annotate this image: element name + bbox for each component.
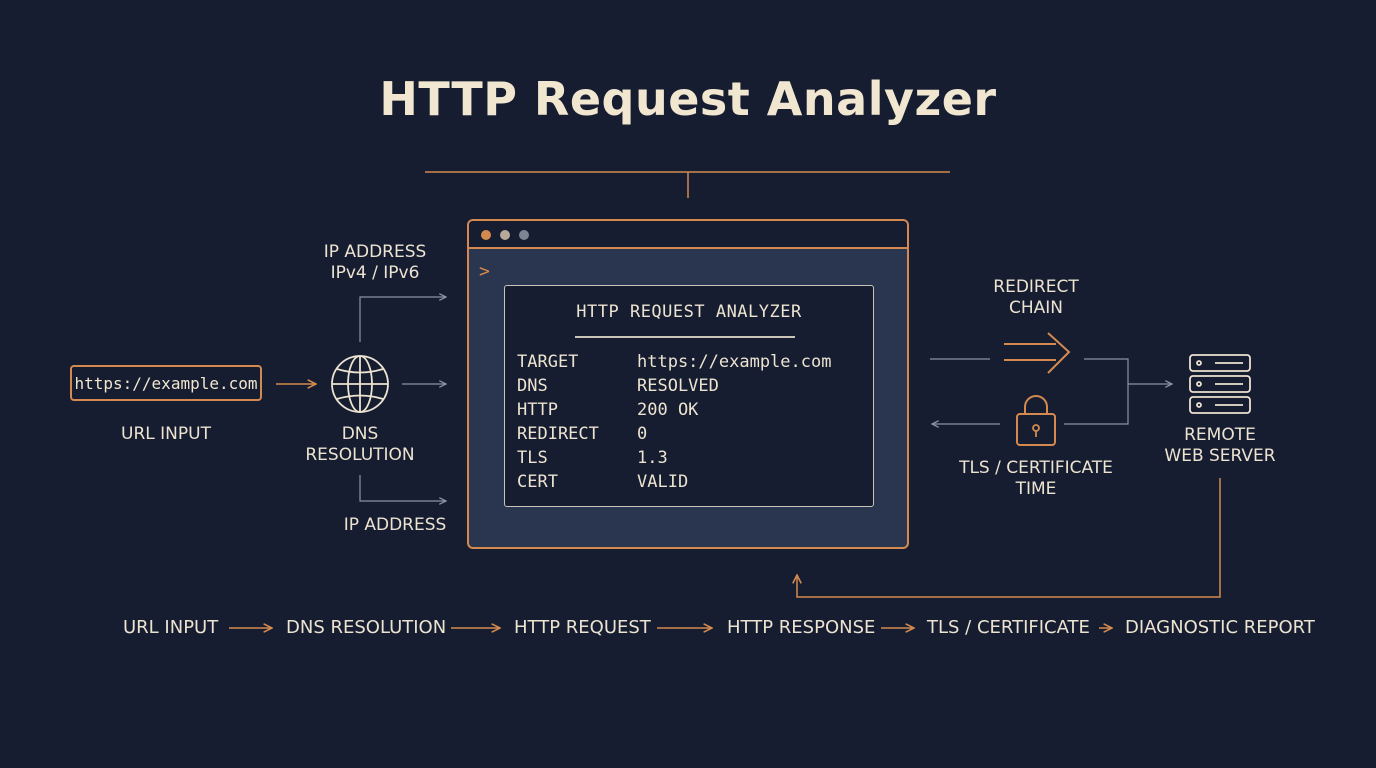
prompt-icon: > (479, 261, 490, 282)
page-title: HTTP Request Analyzer (379, 72, 997, 126)
redirect-chain-label: REDIRECT CHAIN (993, 277, 1079, 318)
flow-step-dns-resolution: DNS RESOLUTION (286, 617, 447, 638)
double-arrow-icon (1004, 332, 1071, 374)
ip-address-top-label: IP ADDRESS IPv4 / IPv6 (323, 242, 427, 283)
window-minimize-dot[interactable] (500, 230, 510, 240)
window-close-dot[interactable] (481, 230, 491, 240)
ip-address-bottom-label: IP ADDRESS (343, 515, 447, 535)
flow-step-http-response: HTTP RESPONSE (727, 617, 876, 638)
flow-step-diagnostic-report: DIAGNOSTIC REPORT (1125, 617, 1315, 638)
tls-certificate-label: TLS / CERTIFICATE TIME (959, 458, 1113, 499)
flow-step-tls-certificate: TLS / CERTIFICATE (927, 617, 1090, 638)
remote-web-server-label: REMOTE WEB SERVER (1164, 425, 1276, 466)
flow-step-url-input: URL INPUT (123, 617, 219, 638)
url-input[interactable]: https://example.com (70, 365, 262, 401)
window-titlebar (469, 221, 907, 249)
panel-divider (575, 336, 795, 338)
url-input-label: URL INPUT (121, 424, 211, 444)
dns-resolution-label: DNS RESOLUTION (305, 424, 415, 465)
window-maximize-dot[interactable] (519, 230, 529, 240)
panel-title: HTTP REQUEST ANALYZER (576, 302, 802, 322)
globe-icon (331, 355, 389, 413)
flow-step-http-request: HTTP REQUEST (514, 617, 651, 638)
server-icon (1189, 354, 1251, 414)
lock-icon (1016, 395, 1056, 446)
